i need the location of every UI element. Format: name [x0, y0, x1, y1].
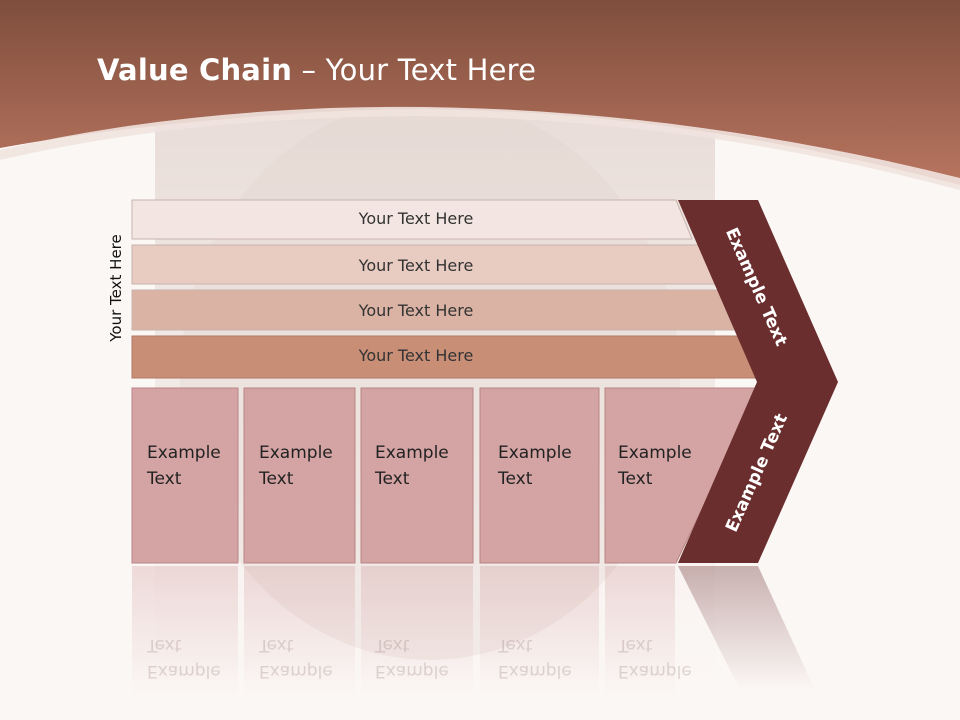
activity-box-3 [360, 387, 474, 564]
activity-box-2-line-1: Example [259, 443, 333, 463]
activity-box-2-reflection-line-2: Text [259, 635, 294, 655]
activity-box-1-reflection [132, 566, 238, 696]
activity-box-3-reflection-line-1: Example [375, 661, 449, 681]
slide-title: Value Chain – Your Text Here [97, 53, 536, 87]
activity-box-1-label-reflection: Example Text [147, 632, 221, 684]
band-label-4: Your Text Here [358, 346, 474, 365]
activity-box-5-line-1: Example [618, 443, 692, 463]
activity-box-2 [243, 387, 356, 564]
activity-box-1-reflection-line-1: Example [147, 661, 221, 681]
activity-box-4-label-reflection: Example Text [498, 632, 572, 684]
activity-box-1-reflection-line-2: Text [147, 635, 182, 655]
activity-box-5-label-reflection: Example Text [618, 632, 692, 684]
activity-box-3-reflection [361, 566, 473, 696]
activity-box-2-reflection-line-1: Example [259, 661, 333, 681]
value-chain-chevron [678, 200, 838, 563]
chevron-reflection [678, 566, 815, 690]
band-label-3: Your Text Here [358, 301, 474, 320]
band-label-2: Your Text Here [358, 256, 474, 275]
activity-box-4-line-2: Text [498, 469, 533, 489]
activity-box-5-reflection [605, 566, 675, 696]
activity-box-4-reflection-line-2: Text [498, 635, 533, 655]
activity-box-2-reflection [244, 566, 355, 696]
activity-box-5 [604, 387, 761, 564]
activity-box-1-line-2: Text [147, 469, 182, 489]
activity-box-5-line-2: Text [618, 469, 653, 489]
header-band [0, 0, 960, 185]
activity-box-4-reflection [480, 566, 599, 696]
activity-box-4-reflection-line-1: Example [498, 661, 572, 681]
activity-box-3-reflection-line-2: Text [375, 635, 410, 655]
activity-box-3-line-1: Example [375, 443, 449, 463]
value-chain-band-1 [131, 199, 693, 240]
title-rest-part: – Your Text Here [292, 53, 537, 87]
activity-box-2-label-reflection: Example Text [259, 632, 333, 684]
band-label-1: Your Text Here [358, 209, 474, 228]
title-bold-part: Value Chain [97, 53, 293, 87]
activity-box-4 [479, 387, 600, 564]
activity-box-1-line-1: Example [147, 443, 221, 463]
side-label-text: Your Text Here [107, 234, 125, 342]
activity-box-2-line-2: Text [259, 469, 294, 489]
activity-box-5-reflection-line-1: Example [618, 661, 692, 681]
activity-box-3-line-2: Text [375, 469, 410, 489]
activity-box-3-label-reflection: Example Text [375, 632, 449, 684]
activity-box-4-line-1: Example [498, 443, 572, 463]
activity-box-1 [131, 387, 239, 564]
activity-box-5-reflection-line-2: Text [618, 635, 653, 655]
